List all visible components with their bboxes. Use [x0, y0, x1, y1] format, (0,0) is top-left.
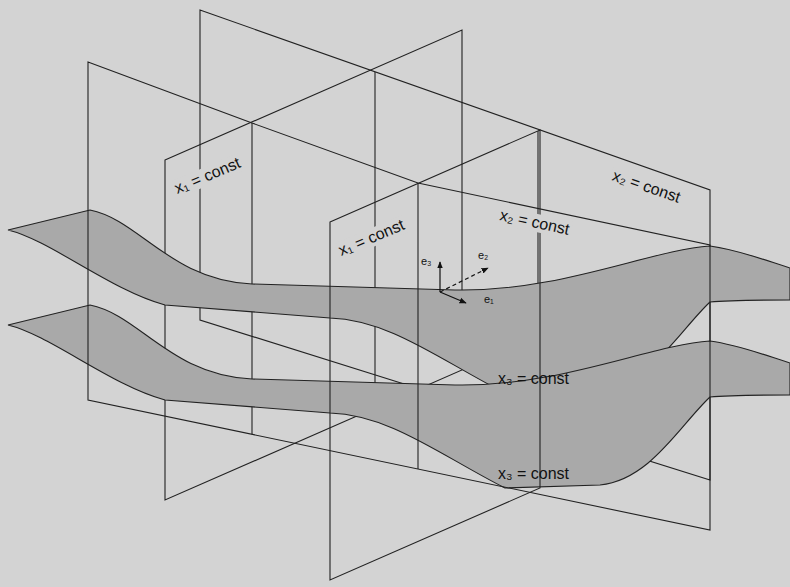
left-plane [165, 30, 462, 500]
axis-arrow [439, 262, 440, 292]
surface-label: x₃ = const [498, 465, 569, 483]
axis-label: e₃ [421, 255, 432, 267]
axis-arrow [440, 268, 488, 292]
axis-arrow [440, 292, 466, 303]
plane-label: x₂ = const [608, 166, 684, 207]
axis-label: e₁ [484, 293, 494, 305]
front-plane [330, 130, 540, 580]
plane-label: x₁ = const [170, 153, 245, 198]
surface-label: x₃ = const [498, 370, 569, 388]
intersection-line [417, 183, 418, 469]
curved-surface [8, 305, 790, 488]
axis-label: e₂ [478, 249, 488, 261]
plane-label: x₂ = const [496, 206, 573, 239]
front-plane [88, 62, 710, 530]
plane-label: x₁ = const [334, 215, 409, 260]
